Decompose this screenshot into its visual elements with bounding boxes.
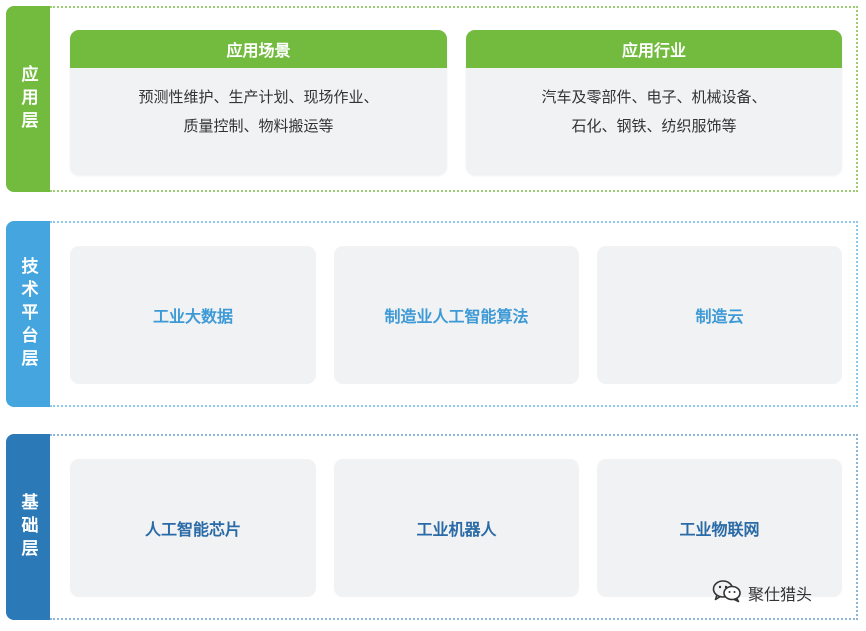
foundation-layer-box	[50, 434, 858, 620]
manufacturing-cloud-tile: 制造云	[597, 246, 842, 384]
watermark-text: 聚仕猎头	[748, 585, 813, 604]
application-layer-box	[50, 6, 858, 192]
ai-chip-tile: 人工智能芯片	[70, 459, 316, 597]
wechat-icon	[712, 579, 742, 607]
application-industries-line-2: 石化、钢铁、纺织服饰等	[571, 117, 737, 135]
watermark: 聚仕猎头	[712, 580, 812, 606]
application-industries-title: 应用行业	[466, 30, 842, 68]
foundation-layer: 基础层	[6, 434, 858, 620]
application-scenarios-line-1: 预测性维护、生产计划、现场作业、	[138, 88, 379, 106]
industrial-robot-tile: 工业机器人	[334, 459, 579, 597]
industrial-big-data-tile: 工业大数据	[70, 246, 316, 384]
industrial-iot-tile: 工业物联网	[597, 459, 842, 597]
application-layer: 应用层	[6, 6, 858, 192]
application-industries-body: 汽车及零部件、电子、机械设备、 石化、钢铁、纺织服饰等	[466, 68, 842, 141]
application-scenarios-title: 应用场景	[70, 30, 447, 68]
application-scenarios-body: 预测性维护、生产计划、现场作业、 质量控制、物料搬运等	[70, 68, 447, 141]
application-scenarios-line-2: 质量控制、物料搬运等	[183, 117, 334, 135]
tech-platform-layer-label: 技术平台层	[6, 221, 50, 407]
manufacturing-ai-algorithms-tile: 制造业人工智能算法	[334, 246, 579, 384]
application-layer-label: 应用层	[6, 6, 50, 192]
application-scenarios-card: 应用场景 预测性维护、生产计划、现场作业、 质量控制、物料搬运等	[70, 30, 447, 175]
foundation-layer-label: 基础层	[6, 434, 50, 620]
tech-platform-layer: 技术平台层	[6, 221, 858, 407]
tech-platform-layer-box	[50, 221, 858, 407]
application-industries-line-1: 汽车及零部件、电子、机械设备、	[541, 88, 767, 106]
application-industries-card: 应用行业 汽车及零部件、电子、机械设备、 石化、钢铁、纺织服饰等	[466, 30, 842, 175]
